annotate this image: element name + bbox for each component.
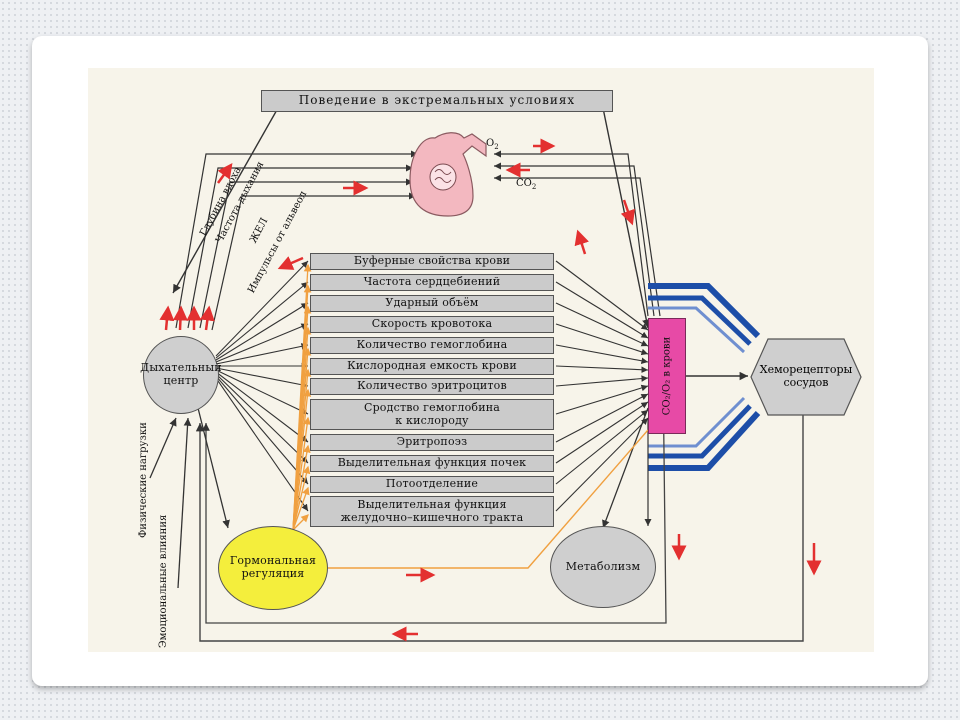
resp-link <box>215 302 309 361</box>
lung-arrows <box>175 150 661 331</box>
blood-gas-links <box>555 260 649 512</box>
diagram-canvas <box>149 107 822 642</box>
co2-label: CO2 <box>516 178 536 192</box>
o2-sub: 2 <box>494 143 499 151</box>
co2-sub: 2 <box>531 183 537 191</box>
resp-link <box>215 323 309 363</box>
hormone-link <box>292 444 311 531</box>
resp-link <box>215 369 309 415</box>
chemoreceptors: Хеморецепторы сосудов <box>750 338 862 416</box>
respiratory-center-links <box>215 260 309 512</box>
resp-link <box>215 371 309 443</box>
resp-link <box>215 281 309 359</box>
hormonal-regulation: Гормональная регуляция <box>218 526 328 610</box>
lung-icon <box>409 132 487 217</box>
gas-link <box>555 365 649 374</box>
hormone-link <box>292 486 310 531</box>
box-kidneys: Выделительная функция почек <box>310 455 554 472</box>
gas-link <box>555 393 649 443</box>
resp-link <box>215 375 309 485</box>
o2-label: O2 <box>486 138 499 152</box>
hormonal-links <box>292 263 312 531</box>
box-affinity: Сродство гемоглобина к кислороду <box>310 399 554 430</box>
resp-link <box>215 343 309 365</box>
lung-return-arc <box>494 174 661 317</box>
chemoreceptors-label: Хеморецепторы сосудов <box>759 363 853 389</box>
gas-link <box>555 302 649 347</box>
regulation-diagram: Поведение в экстремальных условиях O2 CO… <box>88 68 874 652</box>
lung-return-arc <box>494 162 655 317</box>
box-oxygen-capacity: Кислородная емкость крови <box>310 358 554 375</box>
gas-link <box>555 323 649 356</box>
lung-arc <box>211 192 416 331</box>
gas-link <box>555 409 649 485</box>
gas-link <box>555 384 649 415</box>
resp-link <box>215 260 309 357</box>
lung-arc <box>199 178 413 329</box>
resp-link <box>215 373 309 464</box>
respiratory-center: Дыхательный центр <box>140 336 222 414</box>
box-sweating: Потоотделение <box>310 476 554 493</box>
box-heart-rate: Частота сердцебиений <box>310 274 554 291</box>
box-stroke-volume: Ударный объём <box>310 295 554 312</box>
blood-gas-label: CO₂/O₂ в крови <box>661 336 673 416</box>
gas-link <box>555 375 649 387</box>
co2-text: CO <box>516 178 532 189</box>
gas-link <box>555 417 649 512</box>
resp-link <box>215 367 309 388</box>
red-arrows <box>159 138 822 642</box>
box-blood-flow: Скорость кровотока <box>310 316 554 333</box>
metabolism: Метаболизм <box>550 526 656 608</box>
box-erythropoiesis: Эритропоэз <box>310 434 554 451</box>
resp-link <box>215 377 309 512</box>
label-physical-load: Физические нагрузки <box>138 422 149 538</box>
box-gi-tract: Выделительная функция желудочно–кишечног… <box>310 496 554 527</box>
gas-link <box>555 401 649 464</box>
hormone-link <box>292 514 309 531</box>
lung-arc <box>175 150 418 329</box>
blood-gas-column: CO₂/O₂ в крови <box>648 318 686 434</box>
label-emotional-influence: Эмоциональные влияния <box>158 514 169 648</box>
hormone-link <box>292 416 312 531</box>
gas-link <box>555 260 649 331</box>
gas-link <box>555 344 649 365</box>
o2-text: O <box>486 138 495 149</box>
box-erythrocytes: Количество эритроцитов <box>310 378 554 395</box>
hormone-link <box>292 465 311 531</box>
box-buffer: Буферные свойства крови <box>310 253 554 270</box>
box-hemoglobin: Количество гемоглобина <box>310 337 554 354</box>
hexagon-shape <box>750 338 862 416</box>
gas-link <box>555 281 649 339</box>
title-box: Поведение в экстремальных условиях <box>261 90 613 112</box>
lung-return-arc <box>494 150 649 317</box>
